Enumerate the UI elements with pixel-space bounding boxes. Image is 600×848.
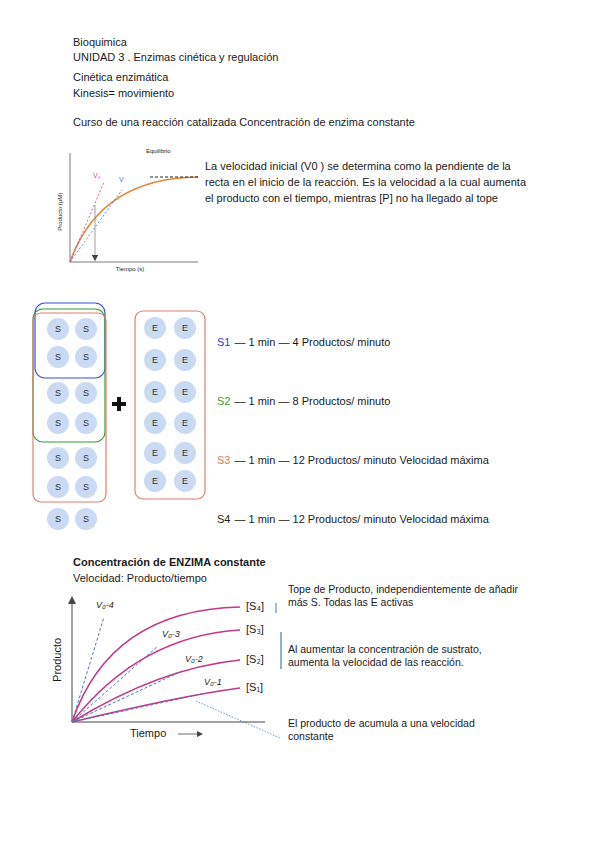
- molecule-letter: E: [182, 419, 188, 428]
- molecule-circle: E: [174, 317, 196, 339]
- rate-text: — 1 min — 4 Productos/ minuto: [234, 336, 390, 350]
- molecule-circle: S: [47, 382, 69, 404]
- molecule-letter: E: [182, 477, 188, 486]
- slope-label: V₀-1: [204, 677, 222, 688]
- molecule-letter: S: [55, 419, 61, 428]
- page-title: Bioquimica: [73, 36, 127, 50]
- note-text: Al aumentar la concentración de sustrato…: [288, 643, 520, 669]
- heading: Kinesis= movimiento: [73, 87, 174, 101]
- substrate-name: S3: [217, 454, 230, 468]
- molecule-letter: S: [83, 515, 89, 524]
- molecule-circle: E: [144, 349, 166, 371]
- section-subheading: Velocidad: Producto/tiempo: [73, 572, 207, 586]
- molecule-letter: E: [182, 356, 188, 365]
- molecule-circle: E: [174, 412, 196, 434]
- molecule-letter: S: [55, 483, 61, 492]
- molecule-circle: E: [144, 381, 166, 403]
- curve-label: [S₂]: [246, 653, 264, 667]
- molecule-circle: S: [75, 447, 97, 469]
- heading: Cinética enzimática: [73, 71, 168, 85]
- rate-text: — 1 min — 12 Productos/ minuto Velocidad…: [234, 454, 488, 468]
- substrate-groups: [33, 303, 205, 502]
- molecule-circle: E: [174, 349, 196, 371]
- curve-label: [S₃]: [246, 623, 264, 637]
- molecule-circle: S: [75, 346, 97, 368]
- molecule-circle: E: [174, 442, 196, 464]
- molecule-circle: S: [75, 318, 97, 340]
- molecule-circle: S: [75, 508, 97, 530]
- slope-label: V₀-4: [96, 600, 114, 611]
- molecule-letter: S: [83, 353, 89, 362]
- axis-label: Producto (µM): [57, 193, 65, 231]
- curve-label: [S₁]: [246, 681, 263, 695]
- molecule-letter: E: [152, 356, 158, 365]
- molecule-circle: S: [75, 382, 97, 404]
- molecule-letter: S: [83, 389, 89, 398]
- molecule-letter: S: [83, 454, 89, 463]
- molecule-letter: E: [182, 449, 188, 458]
- molecule-letter: S: [55, 325, 61, 334]
- note-text: La velocidad inicial (V0 ) se determina …: [205, 158, 530, 206]
- molecule-circle: S: [75, 476, 97, 498]
- molecule-circle: S: [47, 318, 69, 340]
- substrate-name: S2: [217, 395, 230, 409]
- slope-label: V: [119, 176, 124, 185]
- axis-label: Producto: [51, 638, 65, 682]
- molecule-letter: E: [152, 324, 158, 333]
- section-heading: Concentración de ENZIMA constante: [73, 556, 266, 570]
- molecule-circle: S: [47, 476, 69, 498]
- rate-text: — 1 min — 12 Productos/ minuto Velocidad…: [234, 513, 488, 527]
- molecule-letter: S: [83, 419, 89, 428]
- molecule-circle: E: [144, 317, 166, 339]
- molecule-letter: S: [55, 454, 61, 463]
- substrate-name: S4: [217, 513, 230, 527]
- molecule-letter: E: [152, 419, 158, 428]
- note-text: El producto de acumula a una velocidad c…: [288, 717, 520, 743]
- molecule-letter: S: [83, 325, 89, 334]
- reaction-course-graph: [70, 153, 200, 262]
- rate-text: — 1 min — 8 Productos/ minuto: [234, 395, 390, 409]
- axis-label: Tiempo (s): [116, 266, 144, 274]
- note-text: Tope de Producto, independientemente de …: [288, 583, 520, 609]
- molecule-circle: E: [144, 442, 166, 464]
- molecule-circle: E: [144, 470, 166, 492]
- axis-label: Tiempo: [130, 727, 166, 741]
- slope-label: V₀-3: [162, 629, 180, 640]
- molecule-letter: E: [152, 449, 158, 458]
- molecule-letter: S: [83, 483, 89, 492]
- heading: Curso de una reacción catalizada Concent…: [73, 116, 415, 130]
- molecule-circle: S: [47, 447, 69, 469]
- axis-note: Equilibrio: [146, 148, 171, 156]
- molecule-circle: S: [75, 412, 97, 434]
- slope-label: V₀: [93, 172, 101, 181]
- molecule-letter: E: [152, 477, 158, 486]
- substrate-curves-graph: [72, 600, 281, 738]
- molecule-letter: E: [182, 324, 188, 333]
- molecule-circle: S: [47, 346, 69, 368]
- curve-label: [S₄]: [246, 600, 264, 614]
- molecule-circle: E: [144, 412, 166, 434]
- molecule-letter: E: [182, 388, 188, 397]
- molecule-letter: E: [152, 388, 158, 397]
- substrate-name: S1: [217, 336, 230, 350]
- slope-label: V₀-2: [185, 654, 203, 665]
- molecule-letter: S: [55, 515, 61, 524]
- molecule-circle: S: [47, 508, 69, 530]
- heading: UNIDAD 3 . Enzimas cinética y regulación: [73, 51, 278, 65]
- molecule-circle: E: [174, 470, 196, 492]
- molecule-circle: S: [47, 412, 69, 434]
- molecule-letter: S: [55, 353, 61, 362]
- molecule-circle: E: [174, 381, 196, 403]
- molecule-letter: S: [55, 389, 61, 398]
